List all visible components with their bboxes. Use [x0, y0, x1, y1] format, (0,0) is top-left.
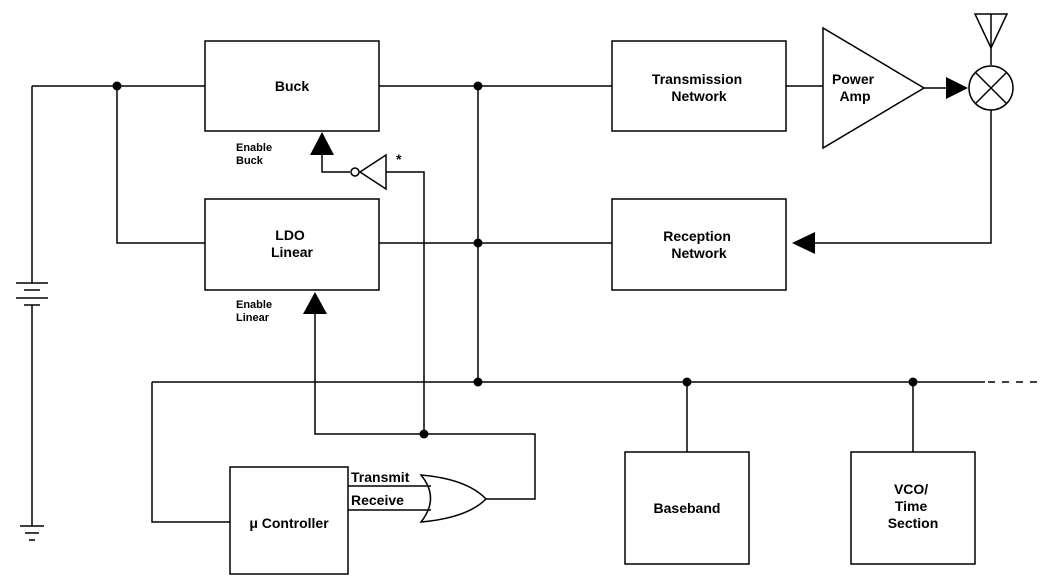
battery-icon — [16, 282, 48, 306]
transmission-network-label: Transmission Network — [652, 71, 746, 104]
wire-inverter-input — [386, 171, 425, 434]
reception-network-label: Reception Network — [663, 228, 735, 261]
junction-dot — [908, 377, 918, 387]
transmission-network-block: Transmission Network — [611, 40, 787, 132]
wire-bus-to-controller — [151, 382, 230, 523]
wire-to-ldo — [116, 86, 205, 244]
wire-mixer-to-rx — [815, 110, 992, 244]
receive-label: Receive — [351, 492, 404, 508]
baseband-block: Baseband — [624, 451, 750, 565]
or-gate-icon — [419, 474, 488, 523]
inverter-asterisk: * — [396, 151, 402, 167]
junction-dot — [682, 377, 692, 387]
ldo-label: LDO Linear — [271, 227, 314, 260]
antenna-icon — [973, 13, 1009, 50]
junction-dot — [473, 238, 483, 248]
micro-controller-block: μ Controller — [229, 466, 349, 575]
reception-network-block: Reception Network — [611, 198, 787, 291]
buck-block: Buck — [204, 40, 380, 132]
ground-icon — [20, 525, 44, 541]
junctions — [112, 81, 918, 439]
transmit-label: Transmit — [351, 469, 410, 485]
junction-dot — [473, 81, 483, 91]
power-amp-label: Power Amp — [832, 71, 878, 104]
vco-time-section-block: VCO/ Time Section — [850, 451, 976, 565]
arrow-enable-linear — [303, 292, 327, 314]
power-amp-block: Power Amp — [822, 26, 926, 150]
junction-dot — [112, 81, 122, 91]
wires — [31, 48, 1040, 526]
wire-enable-buck — [321, 155, 350, 173]
junction-dot — [473, 377, 483, 387]
micro-controller-label: μ Controller — [249, 515, 329, 531]
vco-time-section-label: VCO/ Time Section — [888, 481, 939, 531]
buck-label: Buck — [275, 78, 309, 94]
inverter-icon — [350, 153, 387, 191]
wire-enable-linear — [314, 314, 536, 500]
enable-buck-label: Enable Buck — [236, 142, 275, 167]
junction-dot — [419, 429, 429, 439]
arrow-into-rx — [792, 232, 815, 254]
baseband-label: Baseband — [654, 500, 721, 516]
mixer-icon — [968, 65, 1014, 111]
arrow-enable-buck — [310, 132, 334, 155]
ldo-linear-block: LDO Linear — [204, 198, 380, 291]
arrow-pa-to-mixer — [946, 77, 968, 99]
enable-linear-label: Enable Linear — [236, 299, 275, 324]
arrowheads — [303, 77, 968, 314]
